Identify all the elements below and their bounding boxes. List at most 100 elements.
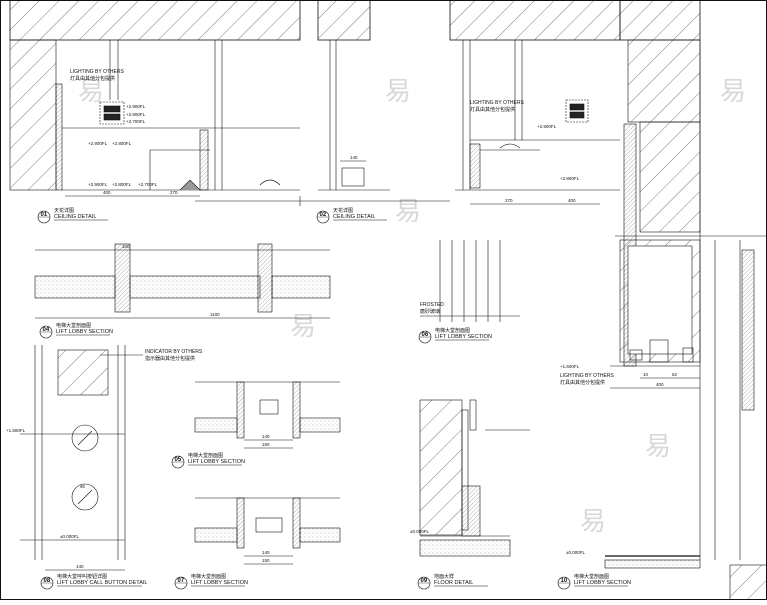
title-block-04: 04 电梯大堂剖面图 LIFT LOBBY SECTION bbox=[39, 322, 113, 339]
svg-text:02: 02 bbox=[320, 212, 327, 218]
svg-text:06: 06 bbox=[422, 332, 429, 338]
detail-04-dims: 100 1100 bbox=[122, 244, 220, 317]
title-block-05: 05 电梯大堂剖面图 LIFT LOBBY SECTION bbox=[171, 452, 245, 469]
svg-text:易: 易 bbox=[720, 77, 746, 107]
title-block-06: 06 电梯大堂剖面图 LIFT LOBBY SECTION bbox=[418, 327, 492, 344]
svg-text:LIGHTING BY OTHERS: LIGHTING BY OTHERS bbox=[470, 100, 524, 106]
detail-03-ceiling bbox=[455, 40, 620, 205]
svg-text:LIFT LOBBY CALL BUTTON DETAIL: LIFT LOBBY CALL BUTTON DETAIL bbox=[57, 580, 147, 586]
svg-text:400: 400 bbox=[656, 382, 664, 387]
svg-text:100: 100 bbox=[122, 244, 130, 249]
svg-text:1100: 1100 bbox=[210, 312, 220, 317]
svg-text:LIFT LOBBY SECTION: LIFT LOBBY SECTION bbox=[56, 329, 113, 335]
svg-text:400: 400 bbox=[103, 190, 111, 195]
svg-text:04: 04 bbox=[43, 327, 50, 333]
ceiling-slab bbox=[9, 0, 701, 41]
detail-09-floor-detail bbox=[419, 399, 530, 557]
svg-text:+2.900FL: +2.900FL bbox=[126, 104, 146, 109]
svg-text:+2.700FL: +2.700FL bbox=[138, 182, 158, 187]
svg-text:LIFT LOBBY SECTION: LIFT LOBBY SECTION bbox=[574, 580, 631, 586]
svg-text:08: 08 bbox=[44, 578, 51, 584]
title-block-01: 01 天花详图 CEILING DETAIL bbox=[37, 207, 108, 224]
svg-text:+1.600FL: +1.600FL bbox=[560, 364, 580, 369]
svg-text:电梯大堂剖面图: 电梯大堂剖面图 bbox=[574, 573, 609, 580]
title-block-02: 02 天花详图 CEILING DETAIL bbox=[316, 207, 387, 224]
svg-text:+2.800FL: +2.800FL bbox=[560, 176, 580, 181]
svg-text:+2.900FL: +2.900FL bbox=[537, 124, 557, 129]
svg-text:CEILING DETAIL: CEILING DETAIL bbox=[54, 214, 96, 220]
svg-text:电梯大堂呼叫按钮详图: 电梯大堂呼叫按钮详图 bbox=[57, 573, 107, 580]
detail-07-lift-lobby-section bbox=[194, 497, 341, 565]
svg-text:05: 05 bbox=[175, 457, 182, 463]
detail-09-level: ±0.000FL bbox=[410, 529, 429, 534]
title-block-08: 08 电梯大堂呼叫按钮详图 LIFT LOBBY CALL BUTTON DET… bbox=[40, 573, 147, 590]
svg-text:易: 易 bbox=[395, 197, 421, 227]
detail-01-ceiling bbox=[9, 39, 450, 206]
svg-text:FROSTED: FROSTED bbox=[420, 302, 444, 308]
svg-text:易: 易 bbox=[580, 507, 606, 537]
detail-08-notes: INDICATOR BY OTHERS 指示器由其他分包提供 +1.600FL … bbox=[6, 349, 203, 569]
svg-text:09: 09 bbox=[421, 578, 428, 584]
svg-text:140: 140 bbox=[262, 550, 270, 555]
title-block-09: 09 地面大样 FLOOR DETAIL bbox=[417, 573, 488, 590]
svg-text:07: 07 bbox=[178, 578, 185, 584]
detail-06-lift-lobby-section bbox=[420, 240, 520, 322]
svg-text:FLOOR DETAIL: FLOOR DETAIL bbox=[434, 580, 473, 586]
svg-text:LIGHTING BY OTHERS: LIGHTING BY OTHERS bbox=[70, 69, 124, 75]
svg-text:磨砂玻璃: 磨砂玻璃 bbox=[420, 308, 440, 315]
dim-140: 140 bbox=[350, 155, 358, 160]
watermarks: 易 易 易 易 易 易 易 bbox=[78, 77, 746, 537]
svg-text:62: 62 bbox=[672, 372, 678, 377]
svg-text:+2.900FL: +2.900FL bbox=[88, 182, 108, 187]
svg-text:易: 易 bbox=[645, 432, 671, 462]
svg-text:400: 400 bbox=[568, 198, 576, 203]
svg-text:天花详图: 天花详图 bbox=[54, 207, 74, 214]
svg-text:电梯大堂剖面图: 电梯大堂剖面图 bbox=[56, 322, 91, 329]
svg-text:地面大样: 地面大样 bbox=[434, 573, 454, 580]
detail-10-notes: +1.600FL LIGHTING BY OTHERS 灯具由其他分包提供 10… bbox=[560, 364, 678, 555]
svg-text:LIFT LOBBY SECTION: LIFT LOBBY SECTION bbox=[435, 334, 492, 340]
svg-text:灯具由其他分包提供: 灯具由其他分包提供 bbox=[560, 379, 605, 386]
svg-text:LIGHTING BY OTHERS: LIGHTING BY OTHERS bbox=[560, 373, 614, 379]
svg-text:+2.800FL: +2.800FL bbox=[112, 141, 132, 146]
title-block-07: 07 电梯大堂剖面图 LIFT LOBBY SECTION bbox=[174, 573, 248, 590]
svg-text:140: 140 bbox=[76, 564, 84, 569]
detail-01-notes: LIGHTING BY OTHERS 灯具由其他分包提供 +2.900FL +2… bbox=[65, 69, 200, 197]
svg-text:270: 270 bbox=[505, 198, 513, 203]
svg-text:天花详图: 天花详图 bbox=[333, 207, 353, 214]
svg-text:灯具由其他分包提供: 灯具由其他分包提供 bbox=[70, 75, 115, 82]
svg-text:10: 10 bbox=[643, 372, 649, 377]
svg-text:易: 易 bbox=[290, 312, 316, 342]
svg-text:+2.800FL: +2.800FL bbox=[126, 112, 146, 117]
svg-text:电梯大堂剖面图: 电梯大堂剖面图 bbox=[191, 573, 226, 580]
svg-text:LIFT LOBBY SECTION: LIFT LOBBY SECTION bbox=[191, 580, 248, 586]
detail-05-lift-lobby-section bbox=[194, 381, 341, 449]
detail-03-notes: LIGHTING BY OTHERS 灯具由其他分包提供 +2.900FL +2… bbox=[470, 100, 580, 203]
svg-text:INDICATOR BY OTHERS: INDICATOR BY OTHERS bbox=[145, 349, 203, 355]
svg-text:270: 270 bbox=[170, 190, 178, 195]
detail-04-lift-lobby-section bbox=[34, 243, 331, 319]
detail-05-dims: 140 150 bbox=[262, 434, 270, 447]
svg-text:电梯大堂剖面图: 电梯大堂剖面图 bbox=[435, 327, 470, 334]
svg-text:+2.700FL: +2.700FL bbox=[126, 119, 146, 124]
detail-06-notes: FROSTED 磨砂玻璃 bbox=[420, 302, 444, 315]
svg-text:灯具由其他分包提供: 灯具由其他分包提供 bbox=[470, 106, 515, 113]
svg-text:150: 150 bbox=[262, 558, 270, 563]
title-block-10: 10 电梯大堂剖面图 LIFT LOBBY SECTION bbox=[557, 573, 631, 590]
svg-text:10: 10 bbox=[561, 578, 568, 584]
svg-text:+1.600FL: +1.600FL bbox=[6, 428, 26, 433]
svg-text:+2.800FL: +2.800FL bbox=[112, 182, 132, 187]
svg-text:电梯大堂剖面图: 电梯大堂剖面图 bbox=[188, 452, 223, 459]
svg-text:01: 01 bbox=[41, 212, 48, 218]
svg-text:140: 140 bbox=[262, 434, 270, 439]
svg-text:指示器由其他分包提供: 指示器由其他分包提供 bbox=[145, 355, 195, 362]
svg-text:易: 易 bbox=[385, 77, 411, 107]
svg-text:90: 90 bbox=[80, 484, 86, 489]
svg-text:易: 易 bbox=[78, 77, 104, 107]
svg-text:CEILING DETAIL: CEILING DETAIL bbox=[333, 214, 375, 220]
detail-08-call-button bbox=[20, 345, 126, 571]
detail-10-lift-lobby-section bbox=[604, 39, 767, 601]
svg-text:150: 150 bbox=[262, 442, 270, 447]
